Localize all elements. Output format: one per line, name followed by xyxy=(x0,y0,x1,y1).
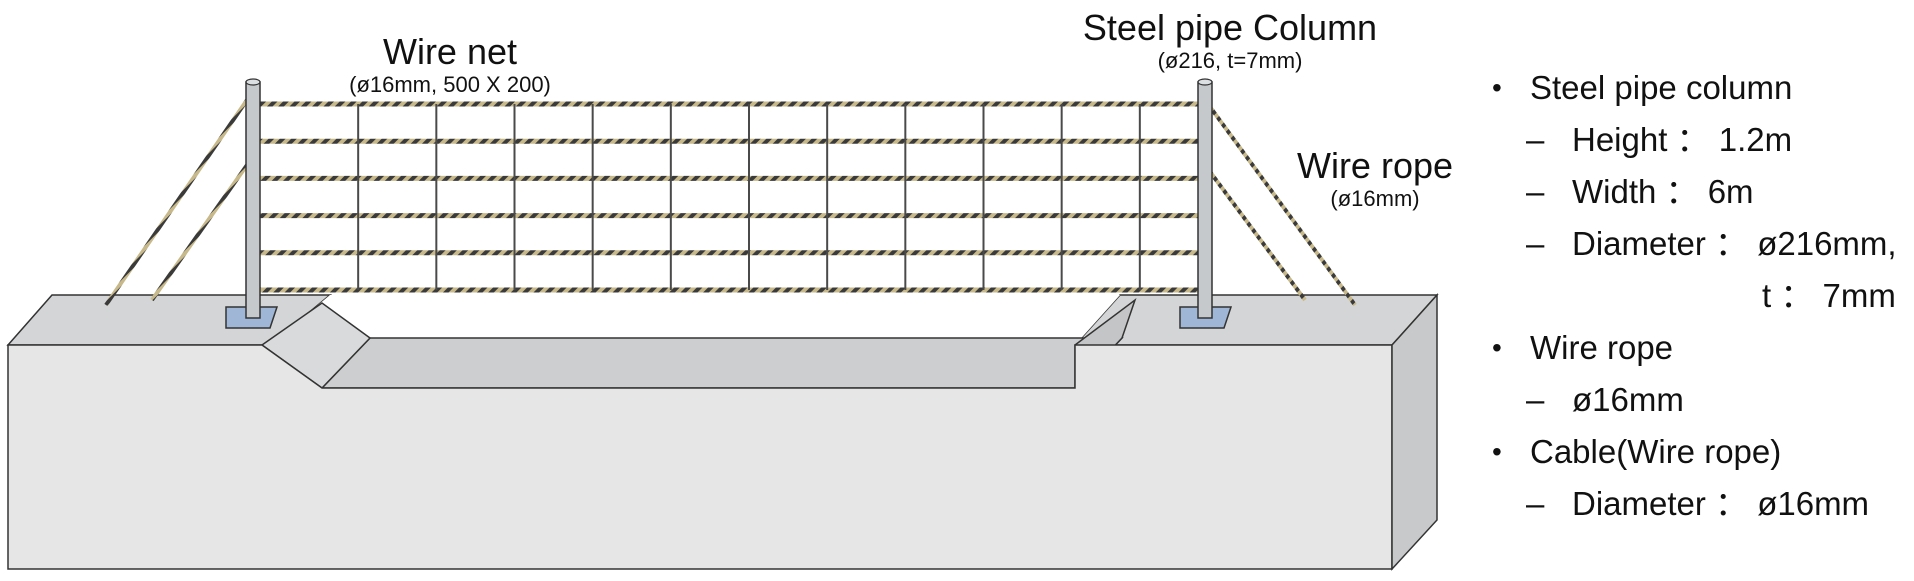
spec-steel-pipe-column: • Steel pipe column xyxy=(1480,62,1897,114)
spec-item-continuation: t ： 7mm xyxy=(1480,270,1897,322)
spec-wire-rope: • Wire rope xyxy=(1480,322,1897,374)
wire-net-spec: (ø16mm, 500 X 200) xyxy=(349,72,551,97)
wire-rope-title: Wire rope xyxy=(1296,145,1454,186)
spec-item-text: ø16mm xyxy=(1572,381,1684,418)
spec-item-text: t ： 7mm xyxy=(1762,277,1896,314)
steel-pipe-column-spec: (ø216, t=7mm) xyxy=(1157,48,1303,73)
wire-rope-left-inner xyxy=(150,163,249,302)
dash-icon: – xyxy=(1526,381,1545,418)
steel-pipe-column-right xyxy=(1179,78,1233,329)
wire-net xyxy=(260,101,1198,293)
spec-item-text: Diameter ： ø16mm xyxy=(1572,485,1870,522)
wire-net-label: Wire net (ø16mm, 500 X 200) xyxy=(300,32,600,98)
wire-rope-spec: (ø16mm) xyxy=(1330,186,1420,211)
spec-item: – Diameter ： ø216mm, xyxy=(1480,218,1897,270)
steel-pipe-column-label: Steel pipe Column (ø216, t=7mm) xyxy=(1050,8,1410,74)
spec-heading: Cable(Wire rope) xyxy=(1530,433,1782,470)
column-left-cap xyxy=(245,78,261,86)
wire-net-title: Wire net xyxy=(382,31,518,72)
concrete-front xyxy=(7,344,1393,570)
wire-rope-left-outer xyxy=(104,98,249,307)
dash-icon: – xyxy=(1526,173,1545,210)
spec-item: – ø16mm xyxy=(1480,374,1897,426)
bullet-icon: • xyxy=(1492,332,1502,363)
dash-icon: – xyxy=(1526,485,1545,522)
dash-icon: – xyxy=(1526,225,1545,262)
bullet-icon: • xyxy=(1492,436,1502,467)
spec-heading: Wire rope xyxy=(1530,329,1674,366)
spec-item: – Width ： 6m xyxy=(1480,166,1897,218)
spec-cable: • Cable(Wire rope) xyxy=(1480,426,1897,478)
spec-heading: Steel pipe column xyxy=(1530,69,1793,106)
bullet-icon: • xyxy=(1492,72,1502,103)
specification-list: • Steel pipe column – Height ： 1.2m – Wi… xyxy=(1480,62,1897,530)
column-right xyxy=(1197,81,1213,319)
steel-pipe-column-left xyxy=(225,78,279,329)
wire-rope-label: Wire rope (ø16mm) xyxy=(1260,146,1490,212)
spec-item: – Height ： 1.2m xyxy=(1480,114,1897,166)
spec-item-text: Diameter ： ø216mm, xyxy=(1572,225,1897,262)
column-left xyxy=(245,81,261,319)
wire-rope-right-outer xyxy=(1203,98,1357,307)
column-right-cap xyxy=(1197,78,1213,86)
steel-pipe-column-title: Steel pipe Column xyxy=(1082,7,1378,48)
spec-item: – Diameter ： ø16mm xyxy=(1480,478,1897,530)
spec-item-text: Width ： 6m xyxy=(1572,173,1754,210)
concrete-side xyxy=(1391,293,1438,571)
concrete-top-right xyxy=(1073,294,1439,346)
wire-rope-right-inner xyxy=(1203,163,1307,302)
concrete-block xyxy=(6,293,1439,571)
trench-floor xyxy=(270,295,1120,345)
dash-icon: – xyxy=(1526,121,1545,158)
trench-bottom xyxy=(320,337,1124,389)
spec-item-text: Height ： 1.2m xyxy=(1572,121,1793,158)
wire-ropes xyxy=(104,98,1357,307)
